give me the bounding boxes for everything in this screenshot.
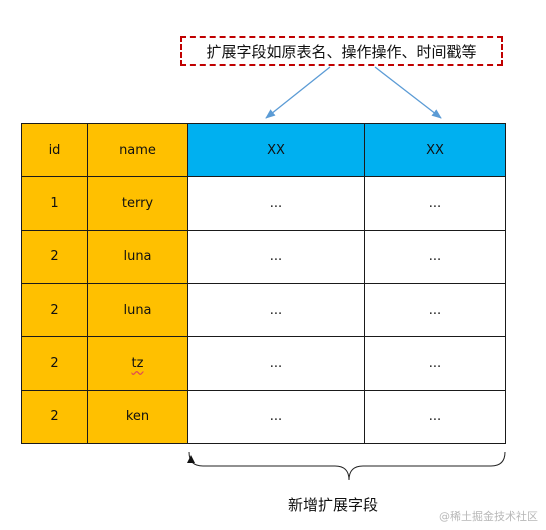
header-cell-extension-2: XX	[364, 122, 506, 178]
cell-id: 2	[21, 282, 88, 338]
cell-name: luna	[87, 229, 188, 284]
arrow-to-column-3	[265, 66, 331, 119]
cell-name: tz	[87, 336, 188, 391]
cell-extension-1: ...	[187, 229, 365, 284]
header-cell-name: name	[87, 122, 188, 178]
callout-text: 扩展字段如原表名、操作操作、时间戳等	[206, 42, 477, 61]
table-row: 2 luna ... ...	[21, 282, 506, 338]
cell-name-text: tz	[131, 355, 144, 371]
cell-extension-1: ...	[187, 336, 365, 391]
cell-extension-2: ...	[364, 336, 506, 391]
cell-id: 2	[21, 336, 88, 391]
cell-id: 2	[21, 229, 88, 284]
header-cell-id: id	[21, 122, 88, 178]
data-table: id name XX XX 1 terry ... ... 2 luna ...…	[21, 122, 506, 445]
table-header-row: id name XX XX	[21, 122, 506, 178]
table-row: 1 terry ... ...	[21, 176, 506, 231]
cell-extension-1: ...	[187, 282, 365, 338]
cell-extension-1: ...	[187, 389, 365, 445]
extension-fields-callout: 扩展字段如原表名、操作操作、时间戳等	[180, 36, 503, 66]
cell-extension-2: ...	[364, 176, 506, 231]
cell-extension-2: ...	[364, 389, 506, 445]
cell-extension-1: ...	[187, 176, 365, 231]
cell-extension-2: ...	[364, 282, 506, 338]
cell-extension-2: ...	[364, 229, 506, 284]
brace-left-arrowhead	[187, 455, 195, 463]
header-cell-extension-1: XX	[187, 122, 365, 178]
extension-caption: 新增扩展字段	[287, 496, 378, 514]
table-row: 2 luna ... ...	[21, 229, 506, 284]
watermark: @稀土掘金技术社区	[439, 510, 538, 523]
table-row: 2 tz ... ...	[21, 336, 506, 391]
cell-name: terry	[87, 176, 188, 231]
cell-id: 2	[21, 389, 88, 445]
cell-name: ken	[87, 389, 188, 445]
extension-caption-wrap: 新增扩展字段	[0, 494, 546, 515]
extension-brace	[188, 451, 506, 481]
cell-name: luna	[87, 282, 188, 338]
table-row: 2 ken ... ...	[21, 389, 506, 445]
arrow-to-column-4	[374, 66, 442, 119]
cell-id: 1	[21, 176, 88, 231]
